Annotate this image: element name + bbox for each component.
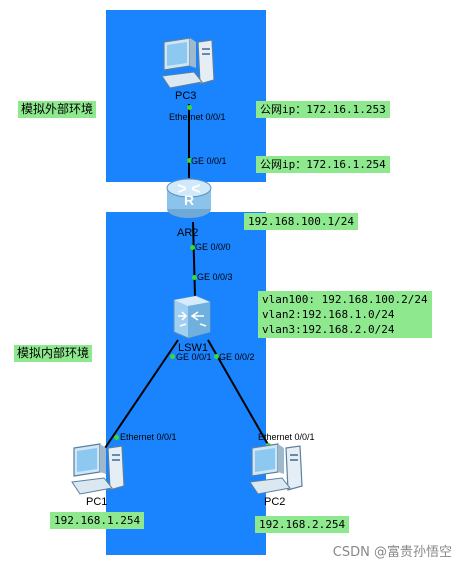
lsw1-name: LSW1 bbox=[178, 342, 208, 354]
pc3-public-ip: 公网ip：172.16.1.253 bbox=[256, 101, 390, 118]
pc2-ip: 192.168.2.254 bbox=[255, 516, 350, 533]
lsw1-ge001-dot bbox=[170, 354, 175, 359]
ar2-ge001-label: GE 0/0/1 bbox=[191, 156, 227, 166]
lsw1-switch-icon[interactable] bbox=[168, 294, 216, 344]
pc1-port-dot bbox=[114, 435, 119, 440]
lsw1-ge002-dot bbox=[214, 354, 219, 359]
pc3-computer-icon[interactable] bbox=[160, 36, 218, 94]
link-ar2-lsw1 bbox=[192, 221, 196, 297]
ar2-router-icon[interactable]: R bbox=[164, 175, 214, 225]
pc2-name: PC2 bbox=[264, 496, 286, 508]
svg-text:R: R bbox=[184, 192, 194, 208]
pc2-ethernet-port-label: Ethernet 0/0/1 bbox=[258, 432, 315, 442]
outer-zone-label: 模拟外部环境 bbox=[18, 101, 97, 118]
ar2-inside-ip: 192.168.100.1/24 bbox=[244, 213, 358, 230]
inner-zone-label: 模拟内部环境 bbox=[14, 345, 93, 362]
pc1-ethernet-port-label: Ethernet 0/0/1 bbox=[120, 432, 177, 442]
lsw1-ge002-label: GE 0/0/2 bbox=[219, 352, 255, 362]
ar2-ge000-label: GE 0/0/0 bbox=[195, 242, 231, 252]
pc3-ethernet-port-label: Ethernet 0/0/1 bbox=[169, 112, 226, 122]
ar2-name: AR2 bbox=[177, 227, 199, 239]
pc3-port-dot bbox=[187, 105, 192, 110]
lsw1-vlan-config: vlan100: 192.168.100.2/24 vlan2:192.168.… bbox=[258, 291, 432, 338]
link-lsw1-pc1 bbox=[104, 339, 179, 449]
pc2-computer-icon[interactable] bbox=[248, 442, 306, 500]
inner-environment-zone bbox=[106, 212, 266, 555]
pc1-ip: 192.168.1.254 bbox=[50, 512, 145, 529]
lsw1-ge003-dot bbox=[192, 275, 197, 280]
ar2-ge001-dot bbox=[187, 158, 192, 163]
pc1-computer-icon[interactable] bbox=[70, 442, 128, 500]
lsw1-ge003-label: GE 0/0/3 bbox=[197, 272, 233, 282]
pc1-name: PC1 bbox=[86, 496, 108, 508]
ar2-ge000-dot bbox=[190, 245, 195, 250]
pc3-name: PC3 bbox=[175, 90, 197, 102]
lsw1-ge001-label: GE 0/0/1 bbox=[176, 352, 212, 362]
watermark: CSDN @富贵孙悟空 bbox=[332, 545, 452, 560]
ar2-public-ip: 公网ip：172.16.1.254 bbox=[256, 156, 390, 173]
